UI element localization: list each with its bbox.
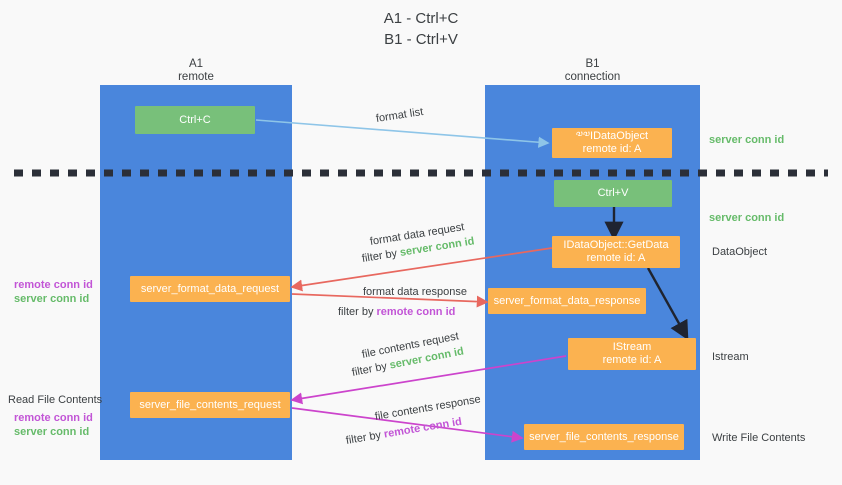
node-idataobject-getdata[interactable]: IDataObject::GetData remote id: A <box>552 236 680 268</box>
node-getdata-line2: remote id: A <box>586 252 646 264</box>
node-getdata-line1: IDataObject::GetData <box>563 239 669 251</box>
left-annotation-server-conn-id-1: server conn id <box>14 293 90 305</box>
node-set-data-object-line2: remote id: A <box>582 143 642 155</box>
lane-a1-name: A1 <box>188 58 204 70</box>
lane-header-a1: A1 remote <box>100 58 292 84</box>
edge-file-contents-request <box>290 355 567 405</box>
right-annotation-server-conn-id-1: server conn id <box>709 134 785 146</box>
left-annotation-server-conn-id-2: server conn id <box>14 426 90 438</box>
edge-format-data-response <box>291 293 489 308</box>
node-server-file-contents-response[interactable]: server_file_contents_response <box>524 424 684 450</box>
filter-prefix: filter by <box>338 306 377 318</box>
right-annotation-server-conn-id-2: server conn id <box>709 212 785 224</box>
node-ctrl-v[interactable]: Ctrl+V <box>554 180 672 207</box>
node-istream-line1: IStream <box>612 341 652 353</box>
edge-getdata-to-istream <box>646 267 689 341</box>
edge-file-contents-response <box>291 407 524 443</box>
node-istream-line2: remote id: A <box>602 354 662 366</box>
left-annotation-read-file-contents: Read File Contents <box>8 394 103 406</box>
page-title: A1 - Ctrl+C B1 - Ctrl+V <box>0 8 842 50</box>
edge-format-list <box>255 119 550 148</box>
node-server-format-data-request[interactable]: server_format_data_request <box>130 276 290 302</box>
filter-value-remote-conn-id: remote conn id <box>376 306 456 318</box>
lane-a1-sub: remote <box>178 71 214 83</box>
right-annotation-istream: Istream <box>712 351 749 363</box>
lane-header-b1: B1 connection <box>485 58 700 84</box>
right-annotation-data-object: DataObject <box>712 246 768 258</box>
lane-b1-sub: connection <box>564 71 621 83</box>
title-line-2: B1 - Ctrl+V <box>384 31 458 48</box>
left-annotation-remote-conn-id-1: remote conn id <box>14 279 93 291</box>
title-line-1: A1 - Ctrl+C <box>383 10 459 27</box>
node-istream[interactable]: IStream remote id: A <box>568 338 696 370</box>
edge-label-format-data-response-filter: filter by remote conn id <box>338 305 455 319</box>
right-annotation-write-file-contents: Write File Contents <box>712 432 806 444</box>
node-set-data-object[interactable]: ༧༧IDataObject remote id: A <box>552 128 672 158</box>
node-server-format-data-response[interactable]: server_format_data_response <box>488 288 646 314</box>
edge-label-format-data-response: format data response <box>363 286 467 298</box>
edge-format-data-request <box>290 247 553 292</box>
lane-b1-name: B1 <box>585 58 600 70</box>
left-annotation-remote-conn-id-2: remote conn id <box>14 412 93 424</box>
node-set-data-object-line1: ༧༧IDataObject <box>575 130 649 142</box>
node-ctrl-c[interactable]: Ctrl+C <box>135 106 255 134</box>
node-server-file-contents-request[interactable]: server_file_contents_request <box>130 392 290 418</box>
